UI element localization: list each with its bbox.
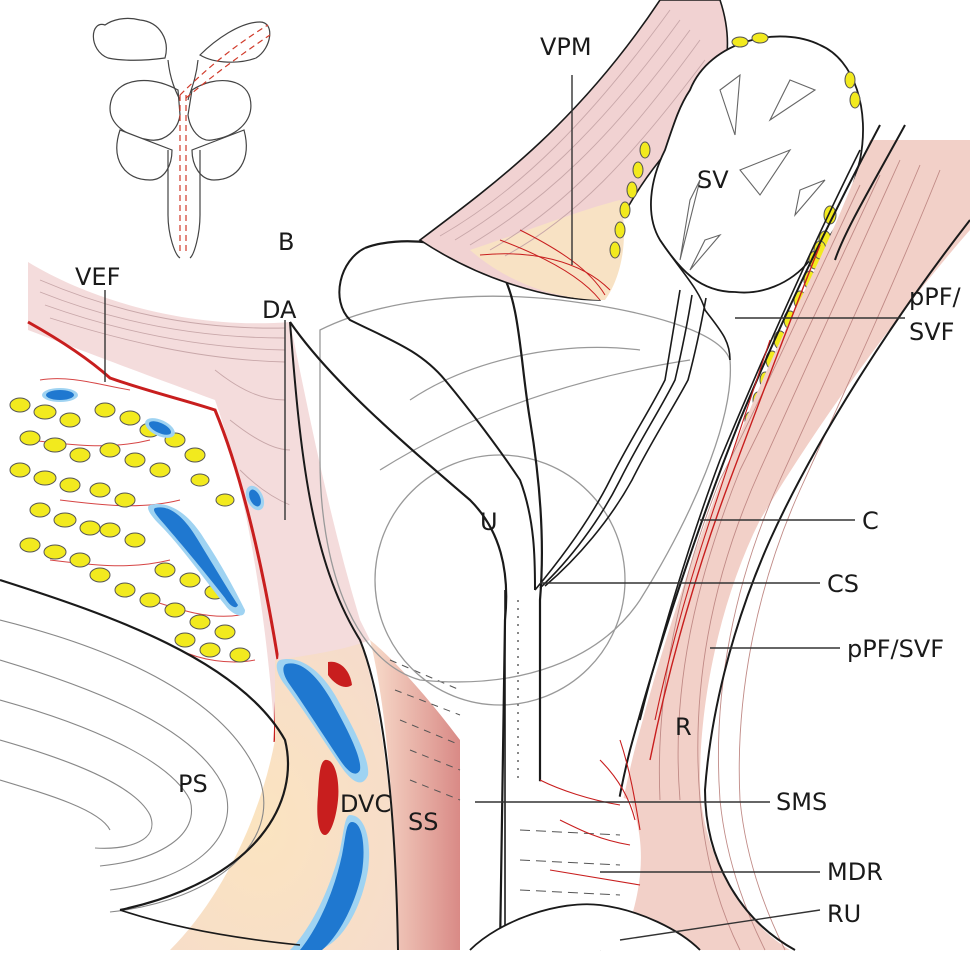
inset-bladder-left — [93, 18, 166, 60]
label-vpm: VPM — [540, 33, 592, 61]
label-sv: SV — [697, 166, 729, 194]
ejaculatory-duct — [535, 290, 680, 590]
da-pink-column — [278, 322, 370, 660]
label-ss: SS — [408, 808, 438, 836]
inset-cut-line — [180, 95, 186, 255]
label-sms: SMS — [776, 788, 827, 816]
label-da: DA — [262, 296, 297, 324]
label-ppf-svf-top-1: pPF/ — [909, 283, 962, 311]
inset-overview — [93, 18, 270, 258]
label-ppf-svf-top-2: SVF — [909, 318, 954, 346]
label-mdr: MDR — [827, 858, 883, 886]
label-r: R — [675, 713, 692, 741]
label-ru: RU — [827, 900, 861, 928]
label-cs: CS — [827, 570, 859, 598]
label-u: U — [480, 508, 498, 536]
label-b: B — [278, 228, 294, 256]
label-ppf-svf-mid: pPF/SVF — [847, 635, 944, 663]
label-ps: PS — [178, 770, 208, 798]
ejaculatory-duct-3 — [545, 298, 706, 586]
left-tissue-region — [10, 262, 300, 742]
ejaculatory-duct-2 — [540, 295, 692, 588]
prostate-outline-circle — [375, 455, 625, 705]
label-vef: VEF — [75, 263, 120, 291]
label-c: C — [862, 507, 879, 535]
label-dvc: DVC — [340, 790, 391, 818]
